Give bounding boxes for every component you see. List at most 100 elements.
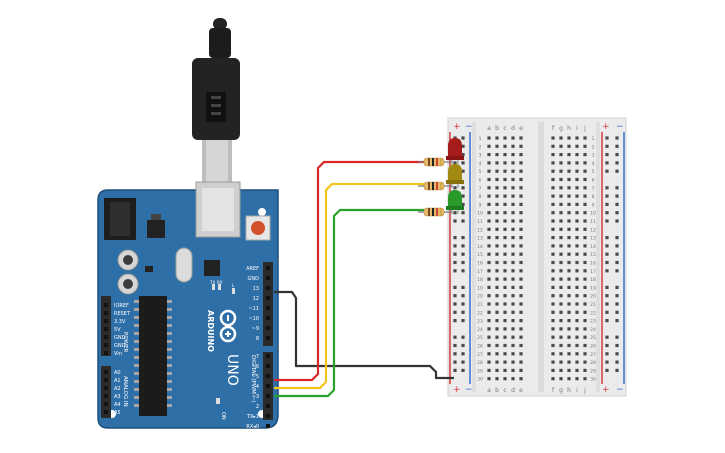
- rail-hole[interactable]: [461, 136, 465, 140]
- rail-hole[interactable]: [461, 202, 465, 206]
- rail-hole[interactable]: [461, 153, 465, 157]
- breadboard-hole[interactable]: [559, 202, 563, 206]
- breadboard-hole[interactable]: [567, 136, 571, 140]
- breadboard-hole[interactable]: [487, 360, 491, 364]
- rail-hole[interactable]: [615, 194, 619, 198]
- rail-hole[interactable]: [615, 310, 619, 314]
- breadboard-hole[interactable]: [487, 294, 491, 298]
- breadboard-hole[interactable]: [567, 252, 571, 256]
- breadboard-hole[interactable]: [487, 277, 491, 281]
- rail-hole[interactable]: [615, 211, 619, 215]
- breadboard-hole[interactable]: [567, 144, 571, 148]
- breadboard-hole[interactable]: [487, 377, 491, 381]
- breadboard-hole[interactable]: [575, 368, 579, 372]
- breadboard-hole[interactable]: [519, 302, 523, 306]
- rail-hole[interactable]: [615, 236, 619, 240]
- breadboard-hole[interactable]: [559, 310, 563, 314]
- breadboard-hole[interactable]: [567, 294, 571, 298]
- rail-hole[interactable]: [461, 319, 465, 323]
- breadboard-hole[interactable]: [567, 319, 571, 323]
- header-pin[interactable]: [266, 316, 270, 320]
- breadboard-hole[interactable]: [511, 211, 515, 215]
- breadboard-hole[interactable]: [487, 260, 491, 265]
- breadboard-hole[interactable]: [575, 343, 579, 348]
- rail-hole[interactable]: [605, 368, 609, 372]
- breadboard-hole[interactable]: [567, 335, 571, 339]
- rail-hole[interactable]: [461, 368, 465, 372]
- rail-hole[interactable]: [615, 161, 619, 165]
- rail-hole[interactable]: [453, 252, 457, 256]
- header-pin[interactable]: [266, 404, 270, 408]
- breadboard-hole[interactable]: [559, 211, 563, 215]
- rail-hole[interactable]: [453, 186, 457, 190]
- breadboard-hole[interactable]: [511, 277, 515, 281]
- breadboard-hole[interactable]: [583, 368, 587, 372]
- breadboard-hole[interactable]: [567, 227, 571, 231]
- breadboard-hole[interactable]: [551, 153, 555, 157]
- rail-hole[interactable]: [615, 202, 619, 206]
- breadboard-hole[interactable]: [511, 310, 515, 314]
- breadboard-hole[interactable]: [551, 277, 555, 281]
- breadboard-hole[interactable]: [511, 219, 515, 223]
- rail-hole[interactable]: [453, 310, 457, 314]
- rail-hole[interactable]: [615, 219, 619, 223]
- breadboard-hole[interactable]: [519, 352, 523, 356]
- breadboard-hole[interactable]: [583, 153, 587, 157]
- breadboard-hole[interactable]: [575, 327, 579, 331]
- breadboard-hole[interactable]: [519, 269, 523, 273]
- breadboard-hole[interactable]: [551, 327, 555, 331]
- breadboard-hole[interactable]: [551, 219, 555, 223]
- breadboard-hole[interactable]: [583, 310, 587, 314]
- breadboard-hole[interactable]: [551, 211, 555, 215]
- rail-hole[interactable]: [605, 252, 609, 256]
- breadboard-hole[interactable]: [583, 319, 587, 323]
- breadboard-hole[interactable]: [503, 327, 507, 331]
- breadboard-hole[interactable]: [583, 360, 587, 364]
- breadboard-hole[interactable]: [567, 194, 571, 198]
- breadboard-hole[interactable]: [495, 161, 499, 165]
- breadboard-hole[interactable]: [511, 285, 515, 289]
- breadboard-hole[interactable]: [519, 343, 523, 348]
- rail-hole[interactable]: [461, 260, 465, 265]
- rail-hole[interactable]: [461, 169, 465, 173]
- rail-hole[interactable]: [605, 260, 609, 265]
- breadboard-hole[interactable]: [487, 319, 491, 323]
- rail-hole[interactable]: [453, 302, 457, 306]
- breadboard-hole[interactable]: [519, 211, 523, 215]
- rail-hole[interactable]: [453, 368, 457, 372]
- rail-hole[interactable]: [461, 236, 465, 240]
- breadboard-hole[interactable]: [567, 360, 571, 364]
- breadboard-hole[interactable]: [519, 144, 523, 148]
- breadboard-hole[interactable]: [583, 285, 587, 289]
- breadboard-hole[interactable]: [487, 144, 491, 148]
- rail-hole[interactable]: [461, 194, 465, 198]
- breadboard-hole[interactable]: [551, 260, 555, 265]
- breadboard-hole[interactable]: [503, 368, 507, 372]
- breadboard-hole[interactable]: [519, 327, 523, 331]
- breadboard-hole[interactable]: [519, 194, 523, 198]
- header-pin[interactable]: [266, 306, 270, 310]
- breadboard-hole[interactable]: [551, 202, 555, 206]
- breadboard-hole[interactable]: [583, 260, 587, 265]
- breadboard-hole[interactable]: [487, 211, 491, 215]
- rail-hole[interactable]: [615, 244, 619, 248]
- rail-hole[interactable]: [605, 294, 609, 298]
- breadboard-hole[interactable]: [487, 285, 491, 289]
- breadboard-hole[interactable]: [575, 177, 579, 182]
- breadboard-hole[interactable]: [495, 244, 499, 248]
- rail-hole[interactable]: [605, 211, 609, 215]
- side-pin[interactable]: [104, 410, 108, 414]
- breadboard-hole[interactable]: [495, 327, 499, 331]
- breadboard-hole[interactable]: [551, 368, 555, 372]
- header-pin[interactable]: [266, 414, 270, 418]
- breadboard-hole[interactable]: [519, 202, 523, 206]
- breadboard-hole[interactable]: [495, 343, 499, 348]
- rail-hole[interactable]: [461, 352, 465, 356]
- breadboard-hole[interactable]: [567, 186, 571, 190]
- breadboard-hole[interactable]: [487, 153, 491, 157]
- breadboard-hole[interactable]: [511, 352, 515, 356]
- breadboard-hole[interactable]: [495, 310, 499, 314]
- breadboard-hole[interactable]: [583, 377, 587, 381]
- breadboard-hole[interactable]: [551, 236, 555, 240]
- wire-pin3-yellow[interactable]: [274, 182, 424, 390]
